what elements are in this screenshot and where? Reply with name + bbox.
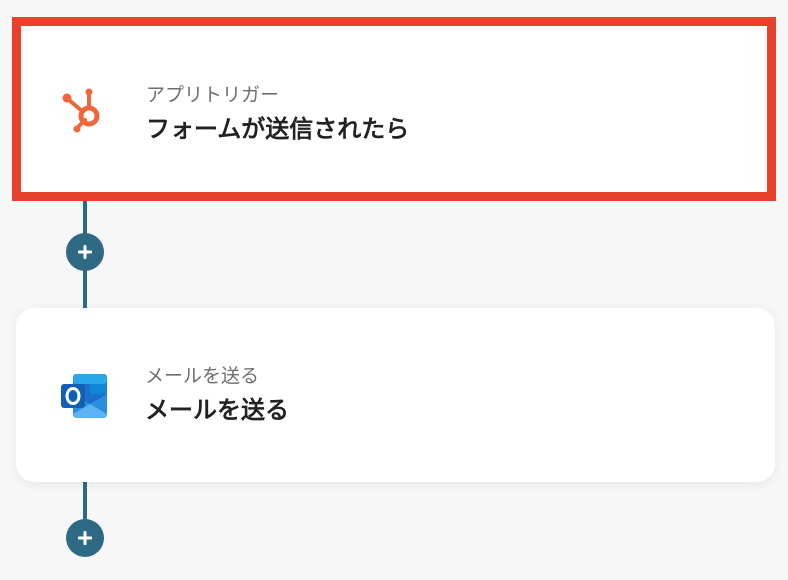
flow-connector-line <box>83 480 87 525</box>
add-step-button[interactable] <box>66 519 104 557</box>
action-title: メールを送る <box>145 396 289 424</box>
add-step-button[interactable] <box>66 233 104 271</box>
outlook-icon <box>59 372 111 424</box>
trigger-type-label: アプリトリガー <box>146 84 280 106</box>
action-type-label: メールを送る <box>145 365 260 387</box>
action-step-card[interactable]: メールを送る メールを送る <box>16 308 775 482</box>
plus-icon <box>78 531 92 545</box>
hubspot-icon <box>57 86 105 142</box>
plus-icon <box>78 245 92 259</box>
trigger-title: フォームが送信されたら <box>146 115 410 143</box>
trigger-step-card[interactable]: アプリトリガー フォームが送信されたら <box>12 17 776 201</box>
